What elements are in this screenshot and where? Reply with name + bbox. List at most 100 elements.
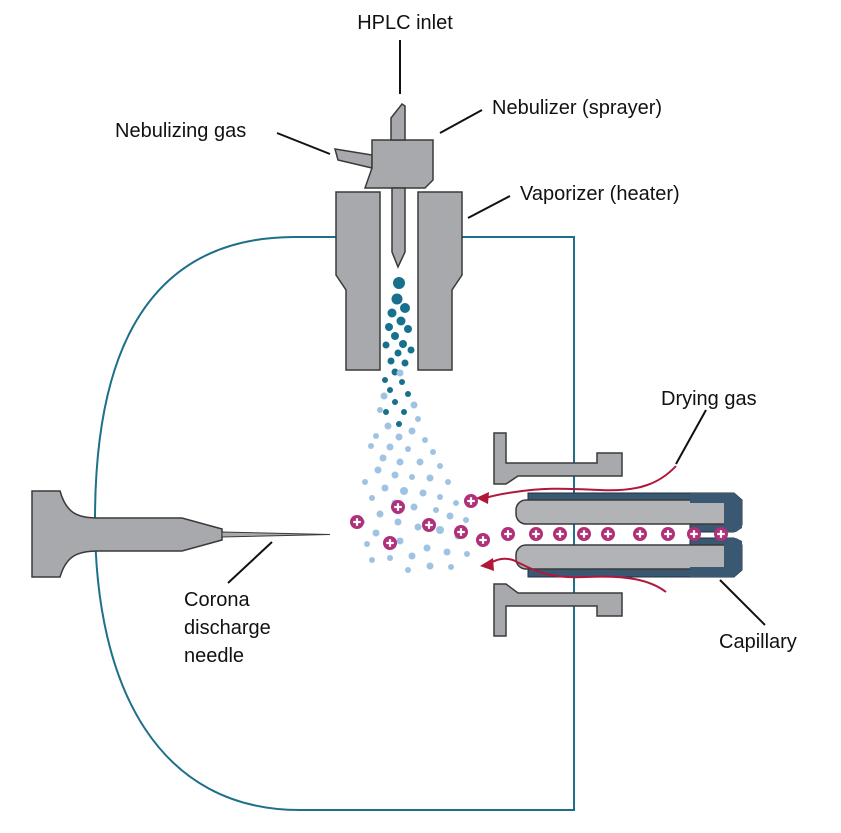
- label-drying-gas: Drying gas: [661, 388, 757, 410]
- corona-needle-tip: [221, 531, 331, 538]
- ion-in-spray: [422, 518, 436, 532]
- droplet-light: [368, 443, 374, 449]
- droplet-light: [433, 507, 439, 513]
- droplet-dark: [401, 409, 407, 415]
- droplet-dark: [382, 377, 388, 383]
- leader-capillary: [719, 579, 766, 626]
- droplet-light: [410, 503, 418, 511]
- droplet-dark: [399, 340, 407, 348]
- droplet-light: [414, 523, 422, 531]
- droplet-light: [391, 471, 399, 479]
- droplet-dark: [405, 391, 411, 397]
- droplet-light: [437, 463, 443, 469]
- leader-lines: [227, 40, 766, 626]
- end-plate-lower: [493, 583, 623, 637]
- droplet-light: [377, 407, 383, 413]
- drying-gas-arrow-lower: [489, 557, 667, 593]
- capillary-tube-lower: [515, 544, 737, 570]
- ion-in-capillary: [687, 527, 701, 541]
- label-nebulizing-gas: Nebulizing gas: [115, 120, 246, 142]
- droplet-light: [400, 487, 408, 495]
- hplc-inlet-tube-top: [390, 102, 406, 141]
- droplet-light: [374, 466, 382, 474]
- sprayer-needle: [391, 187, 406, 269]
- end-plate: [493, 432, 623, 637]
- droplet-light: [379, 454, 387, 462]
- droplet-dark: [400, 303, 410, 313]
- droplet-dark: [393, 277, 405, 289]
- droplet-light: [394, 518, 402, 526]
- label-corona-line3: needle: [184, 645, 244, 667]
- droplet-dark: [382, 341, 390, 349]
- corona-needle-assembly: [31, 490, 331, 578]
- droplet-light: [376, 510, 384, 518]
- drying-gas-arrowhead-lower: [480, 558, 494, 571]
- droplet-light: [426, 562, 434, 570]
- ion-in-spray: [454, 525, 468, 539]
- droplet-light: [396, 537, 404, 545]
- droplet-light: [419, 489, 427, 497]
- droplet-light: [372, 529, 380, 537]
- droplet-dark: [391, 293, 403, 305]
- nebulizer-body: [363, 139, 434, 189]
- drying-gas-flow: [476, 465, 677, 593]
- leader-drying-gas: [675, 409, 707, 465]
- droplet-light: [415, 416, 421, 422]
- droplet-dark: [394, 349, 402, 357]
- ion-in-capillary: [633, 527, 647, 541]
- label-hplc-inlet: HPLC inlet: [357, 12, 453, 34]
- label-nebulizer: Nebulizer (sprayer): [492, 97, 662, 119]
- droplet-light: [408, 427, 416, 435]
- capillary: [515, 492, 743, 578]
- nebulizer-sprayer: [333, 102, 434, 269]
- leader-nebulizing-gas: [276, 132, 331, 155]
- vaporizer-right-half: [417, 191, 463, 371]
- droplet-dark: [385, 323, 393, 331]
- droplet-dark: [396, 421, 402, 427]
- droplet-light: [373, 433, 379, 439]
- droplet-light: [384, 422, 392, 430]
- droplet-light: [396, 458, 404, 466]
- end-plate-upper: [493, 432, 623, 485]
- ion-in-spray: [501, 527, 515, 541]
- droplet-light: [423, 544, 431, 552]
- droplet-light: [380, 392, 388, 400]
- droplet-dark: [387, 357, 395, 365]
- droplet-dark: [392, 399, 398, 405]
- droplet-light: [422, 437, 428, 443]
- ion-in-capillary: [661, 527, 675, 541]
- leader-nebulizer: [439, 109, 483, 134]
- ion-in-spray: [391, 500, 405, 514]
- droplet-light: [443, 548, 451, 556]
- droplet-dark: [407, 346, 415, 354]
- ion-in-capillary: [553, 527, 567, 541]
- droplet-light: [448, 564, 454, 570]
- capillary-jacket-end-lower: [690, 538, 742, 577]
- droplet-light: [430, 449, 436, 455]
- nebulizing-gas-pipe: [333, 148, 373, 169]
- vaporizer-heater: [335, 191, 463, 371]
- droplet-light: [463, 517, 469, 523]
- drying-gas-arrowhead-upper: [476, 492, 489, 504]
- ion-in-capillary: [577, 527, 591, 541]
- droplet-light: [437, 494, 443, 500]
- label-corona-line2: discharge: [184, 617, 271, 639]
- droplet-light: [396, 369, 404, 377]
- ion-in-capillary: [601, 527, 615, 541]
- droplet-light: [362, 479, 368, 485]
- droplet-light: [405, 446, 411, 452]
- droplet-dark: [387, 308, 397, 318]
- droplet-dark: [401, 359, 409, 367]
- droplet-light: [453, 500, 459, 506]
- droplet-dark: [404, 325, 412, 333]
- ion-in-spray: [383, 536, 397, 550]
- label-corona-line1: Corona: [184, 589, 250, 611]
- droplet-light: [386, 443, 394, 451]
- droplet-light: [426, 474, 434, 482]
- droplet-dark: [396, 316, 406, 326]
- droplet-dark: [399, 379, 405, 385]
- droplet-light: [408, 552, 416, 560]
- label-vaporizer: Vaporizer (heater): [520, 183, 680, 205]
- droplet-light: [387, 555, 393, 561]
